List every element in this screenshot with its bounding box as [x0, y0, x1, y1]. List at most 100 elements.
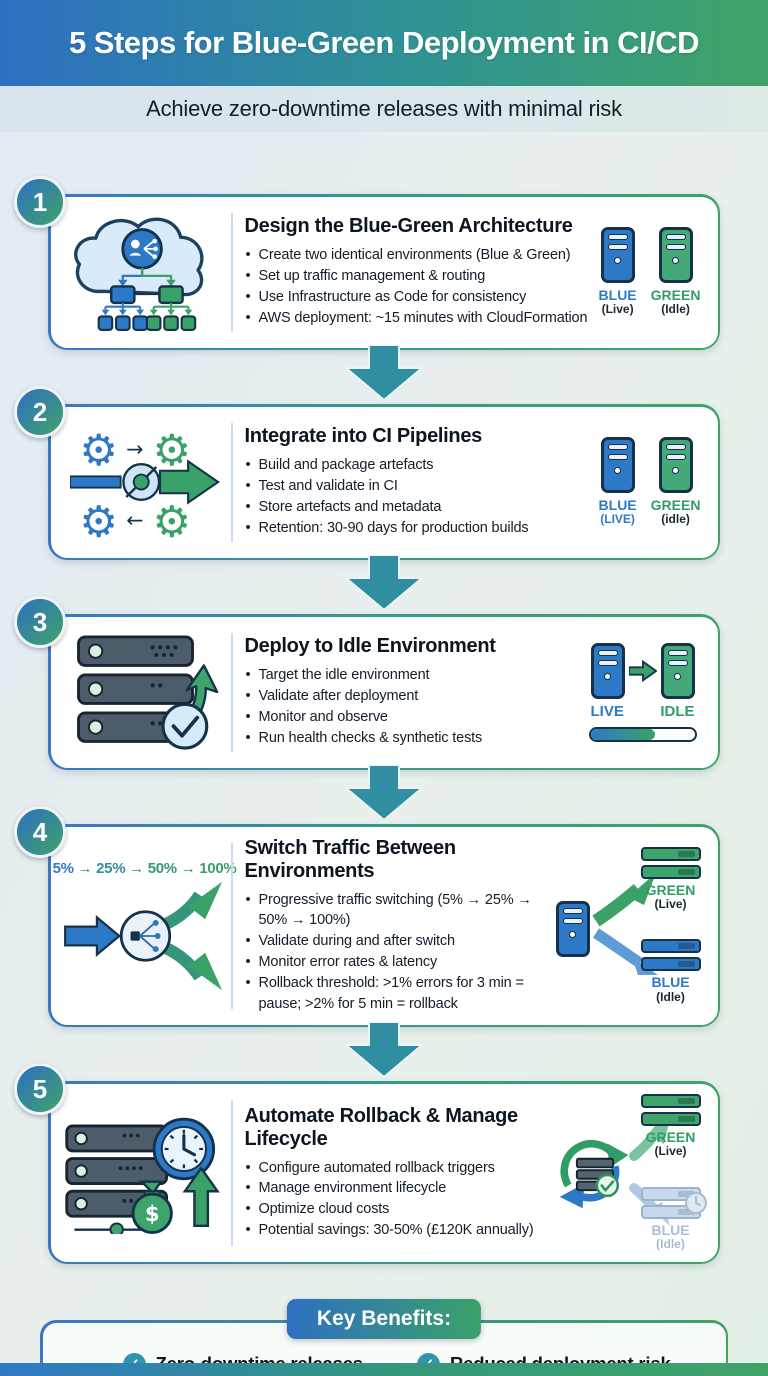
step-5-title: Automate Rollback & Manage Lifecycle — [244, 1104, 519, 1150]
step-bullet: Test and validate in CI — [245, 476, 590, 497]
step-bullet: Target the idle environment — [245, 665, 576, 686]
env-state: (Idle) — [656, 1236, 685, 1251]
step-bullet: Potential savings: 30-50% (£120K annuall… — [245, 1220, 548, 1241]
step-bullet: Manage environment lifecycle — [245, 1178, 548, 1199]
env-state: (idle) — [661, 512, 690, 527]
env-state: (Live) — [654, 1144, 687, 1159]
step-bullet: Validate after deployment — [245, 686, 576, 707]
step-bullet: Run health checks & synthetic tests — [245, 728, 576, 749]
card-divider — [230, 212, 233, 332]
card-divider — [230, 1099, 233, 1246]
svg-text:$: $ — [144, 1201, 159, 1226]
step-2-title: Integrate into CI Pipelines — [244, 425, 483, 448]
env-state: (Idle) — [661, 302, 690, 317]
step-1-title: Design the Blue-Green Architecture — [244, 215, 573, 238]
blue-env-rack: BLUE (Idle) — [638, 939, 704, 1004]
cloud-architecture-icon — [59, 208, 231, 336]
env-label: IDLE — [660, 702, 695, 720]
step-bullet: Build and package artefacts — [245, 455, 590, 476]
rack-server-icon — [640, 957, 701, 972]
svg-text:⚙: ⚙ — [79, 497, 118, 545]
arrow-down-icon — [343, 344, 425, 406]
page-subtitle: Achieve zero-downtime releases with mini… — [146, 96, 622, 121]
tower-server-blue-icon — [590, 642, 625, 699]
env-label: LIVE — [590, 702, 624, 720]
step-bullet: Set up traffic management & routing — [245, 266, 590, 287]
step-bullet: Validate during and after switch — [245, 931, 548, 952]
step-4-number-badge: 4 — [14, 806, 66, 858]
env-state: (Idle) — [656, 989, 685, 1004]
step-3-deploy-visual: LIVE IDLE — [582, 642, 704, 742]
blue-env-rack-idle: BLUE (Idle) — [638, 1186, 707, 1252]
header-banner: 5 Steps for Blue-Green Deployment in CI/… — [0, 0, 768, 86]
card-divider — [230, 422, 233, 542]
rack-server-icon — [640, 1093, 701, 1108]
step-bullet: AWS deployment: ~15 minutes with CloudFo… — [245, 308, 590, 329]
traffic-switch-icon: 5% → 25% → 50% → 100% — [53, 860, 237, 992]
step-bullet: Progressive traffic switching (5% → 25% … — [245, 890, 548, 932]
deployment-progress-bar — [588, 726, 697, 742]
step-4-title: Switch Traffic Between Environments — [244, 836, 457, 882]
green-env-rack: GREEN (Live) — [638, 1093, 704, 1159]
step-1-number-badge: 1 — [14, 176, 66, 228]
step-3-number-badge: 3 — [14, 596, 66, 648]
footer-gradient-bar — [0, 1363, 768, 1376]
step-2-number-badge: 2 — [14, 386, 66, 438]
tower-server-blue-icon — [600, 436, 635, 493]
page-title: 5 Steps for Blue-Green Deployment in CI/… — [68, 25, 700, 60]
env-label: GREEN — [650, 286, 701, 303]
step-4: 4 5% → 25% → 50% → 100% — [14, 806, 720, 1079]
env-label: GREEN — [650, 496, 701, 513]
arrow-down-icon — [343, 1021, 425, 1083]
tower-server-green-icon — [658, 436, 693, 493]
rack-server-icon — [640, 846, 701, 861]
step-3-bullets: Target the idle environment Validate aft… — [245, 665, 576, 749]
step-bullet: Optimize cloud costs — [245, 1199, 548, 1220]
env-label: BLUE — [651, 1221, 690, 1238]
env-label: GREEN — [645, 1128, 696, 1145]
env-label: GREEN — [645, 881, 696, 898]
svg-text:→: → — [126, 437, 143, 461]
svg-text:←: ← — [126, 508, 143, 532]
step-1-environments-visual: BLUE (Live) GREEN (Idle) — [596, 226, 704, 317]
rack-server-icon — [640, 1111, 701, 1126]
env-state: (Live) — [601, 302, 634, 317]
tower-server-green-icon — [658, 226, 693, 283]
gears-pipeline-icon: ⚙ → ⚙ ⚙ ← ⚙ — [59, 419, 231, 545]
key-benefits-badge: Key Benefits: — [286, 1299, 482, 1340]
step-2-bullets: Build and package artefacts Test and val… — [245, 455, 590, 539]
env-state: (LIVE) — [600, 512, 635, 527]
steps-list: 1 — [14, 176, 720, 1265]
step-bullet: Use Infrastructure as Code for consisten… — [245, 287, 590, 308]
svg-text:⚙: ⚙ — [79, 426, 118, 476]
step-1: 1 — [14, 176, 720, 402]
env-state: (Live) — [654, 897, 687, 912]
server-rack-deploy-icon — [59, 629, 231, 755]
env-label: BLUE — [598, 286, 637, 303]
idle-clock-icon — [684, 1191, 707, 1214]
tower-server-green-icon — [660, 642, 695, 699]
step-5-bullets: Configure automated rollback triggers Ma… — [245, 1158, 548, 1242]
step-5-lifecycle-visual: GREEN (Live) BLUE (Idle) — [554, 1093, 707, 1252]
card-divider — [230, 632, 233, 752]
step-bullet: Store artefacts and metadata — [245, 497, 590, 518]
tower-server-blue-icon — [600, 226, 635, 283]
arrow-down-icon — [343, 764, 425, 826]
subtitle-banner: Achieve zero-downtime releases with mini… — [0, 86, 768, 132]
step-2-environments-visual: BLUE (LIVE) GREEN (idle) — [596, 436, 704, 527]
step-3: 3 — [14, 596, 720, 822]
step-5-number-badge: 5 — [14, 1063, 66, 1116]
env-label: BLUE — [651, 974, 690, 991]
step-1-bullets: Create two identical environments (Blue … — [245, 245, 590, 329]
step-bullet: Monitor and observe — [245, 707, 576, 728]
svg-text:⚙: ⚙ — [152, 497, 191, 545]
step-bullet: Configure automated rollback triggers — [245, 1158, 548, 1179]
step-4-switch-visual: GREEN (Live) BLUE (Idle) — [554, 846, 704, 1005]
svg-text:⚙: ⚙ — [152, 426, 191, 476]
rack-server-icon — [640, 939, 701, 954]
step-bullet: Rollback threshold: >1% errors for 3 min… — [245, 973, 548, 1015]
green-env-rack: GREEN (Live) — [638, 846, 704, 912]
step-4-bullets: Progressive traffic switching (5% → 25% … — [245, 890, 548, 1015]
tower-server-blue-icon — [555, 900, 590, 957]
